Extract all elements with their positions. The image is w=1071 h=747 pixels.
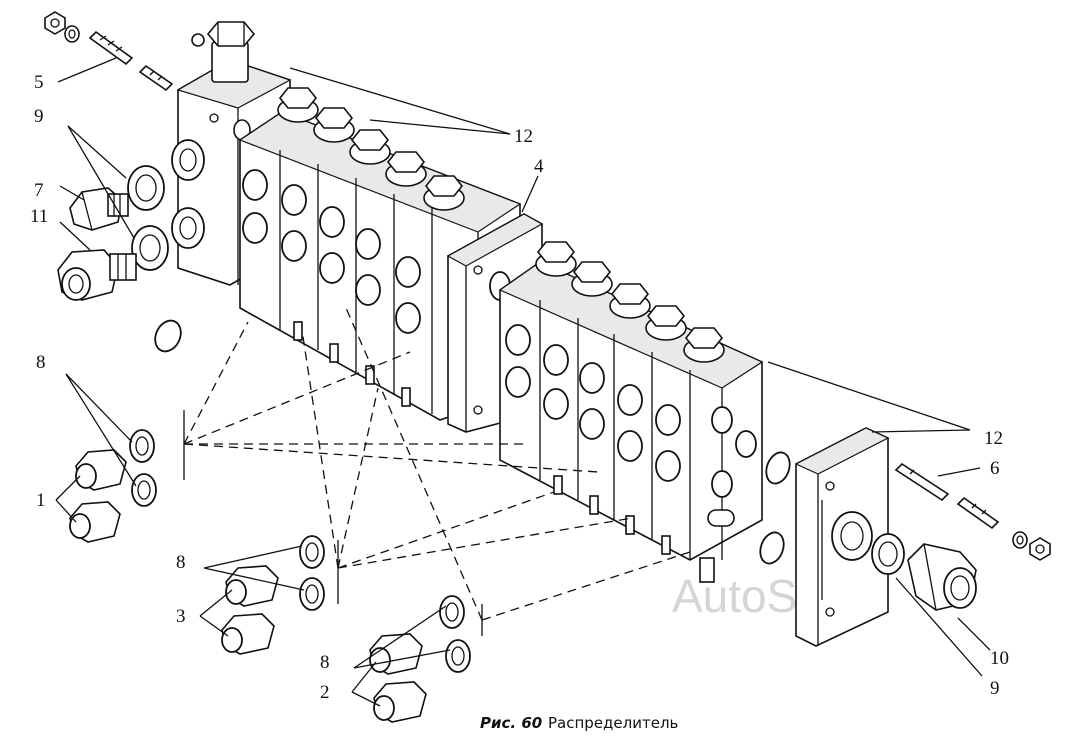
fittings-group-1 bbox=[69, 429, 157, 543]
callout-12: 12 bbox=[984, 428, 1003, 449]
top-left-hardware bbox=[44, 11, 174, 92]
cover-seals bbox=[759, 451, 791, 565]
outlet-cover bbox=[794, 427, 890, 647]
left-seals-and-fittings bbox=[57, 165, 182, 353]
fittings-group-2 bbox=[369, 595, 471, 723]
callout-9: 9 bbox=[990, 678, 1000, 699]
assembly-guide-lines bbox=[55, 57, 991, 707]
callout-2: 2 bbox=[320, 682, 330, 703]
upper-sections-block bbox=[238, 87, 522, 421]
callout-6: 6 bbox=[990, 458, 1000, 479]
callout-9: 9 bbox=[34, 106, 44, 127]
outlet-fitting bbox=[871, 533, 977, 611]
callout-3: 3 bbox=[176, 606, 186, 627]
right-hardware bbox=[894, 462, 1051, 561]
callout-8: 8 bbox=[176, 552, 186, 573]
figure-caption: Рис. 60 Распределитель bbox=[480, 714, 678, 732]
callout-labels: 5 9 7 11 12 4 8 1 8 3 8 2 12 6 10 9 bbox=[30, 72, 1009, 703]
callout-7: 7 bbox=[34, 180, 44, 201]
callout-10: 10 bbox=[990, 648, 1009, 669]
callout-5: 5 bbox=[34, 72, 44, 93]
callout-12: 12 bbox=[514, 126, 533, 147]
callout-8: 8 bbox=[320, 652, 330, 673]
callout-1: 1 bbox=[36, 490, 46, 511]
caption-number: Рис. 60 bbox=[480, 714, 542, 732]
caption-title: Распределитель bbox=[548, 714, 678, 732]
lower-sections-block bbox=[498, 241, 764, 583]
callout-8: 8 bbox=[36, 352, 46, 373]
callout-11: 11 bbox=[30, 206, 48, 227]
fittings-group-3 bbox=[221, 535, 325, 655]
callout-4: 4 bbox=[534, 156, 544, 177]
